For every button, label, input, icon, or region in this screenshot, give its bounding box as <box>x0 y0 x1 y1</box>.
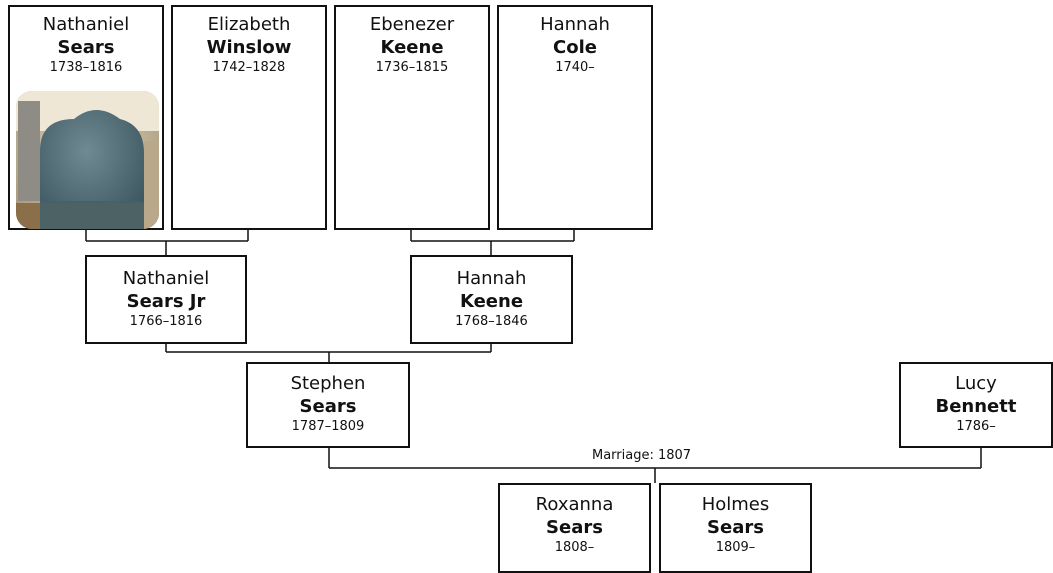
given-name: Lucy <box>955 373 997 394</box>
person-elizabeth-winslow[interactable]: Elizabeth Winslow 1742–1828 <box>171 5 327 230</box>
given-name: Holmes <box>701 494 770 515</box>
person-nathaniel-sears-jr[interactable]: Nathaniel Sears Jr 1766–1816 <box>85 255 247 344</box>
given-name: Hannah <box>540 14 610 35</box>
person-hannah-cole[interactable]: Hannah Cole 1740– <box>497 5 653 230</box>
person-nathaniel-sears[interactable]: Nathaniel Sears 1738–1816 <box>8 5 164 230</box>
given-name: Hannah <box>456 268 527 289</box>
surname: Keene <box>380 37 444 58</box>
given-name: Nathaniel <box>122 268 210 289</box>
surname: Bennett <box>935 396 1017 417</box>
person-roxanna-sears[interactable]: Roxanna Sears 1808– <box>498 483 651 573</box>
life-dates: 1809– <box>715 540 756 555</box>
surname: Cole <box>553 37 597 58</box>
life-dates: 1768–1846 <box>455 314 528 329</box>
life-dates: 1766–1816 <box>129 314 203 329</box>
surname: Sears <box>299 396 357 417</box>
life-dates: 1740– <box>555 60 595 75</box>
person-stephen-sears[interactable]: Stephen Sears 1787–1809 <box>246 362 410 448</box>
life-dates: 1787–1809 <box>291 419 365 434</box>
given-name: Nathaniel <box>42 14 130 35</box>
given-name: Ebenezer <box>369 14 455 35</box>
marriage-label: Marriage: 1807 <box>590 448 694 464</box>
surname: Sears <box>546 517 603 538</box>
person-ebenezer-keene[interactable]: Ebenezer Keene 1736–1815 <box>334 5 490 230</box>
life-dates: 1742–1828 <box>212 60 286 75</box>
person-lucy-bennett[interactable]: Lucy Bennett 1786– <box>899 362 1053 448</box>
life-dates: 1786– <box>956 419 996 434</box>
life-dates: 1736–1815 <box>375 60 449 75</box>
surname: Sears <box>57 37 115 58</box>
life-dates: 1808– <box>554 540 595 555</box>
gravestone-photo <box>16 91 159 229</box>
life-dates: 1738–1816 <box>49 60 123 75</box>
surname: Keene <box>459 291 524 312</box>
surname: Sears Jr <box>126 291 206 312</box>
given-name: Elizabeth <box>207 14 291 35</box>
person-hannah-keene[interactable]: Hannah Keene 1768–1846 <box>410 255 573 344</box>
person-holmes-sears[interactable]: Holmes Sears 1809– <box>659 483 812 573</box>
given-name: Stephen <box>290 373 366 394</box>
surname: Winslow <box>206 37 292 58</box>
surname: Sears <box>707 517 764 538</box>
given-name: Roxanna <box>535 494 614 515</box>
